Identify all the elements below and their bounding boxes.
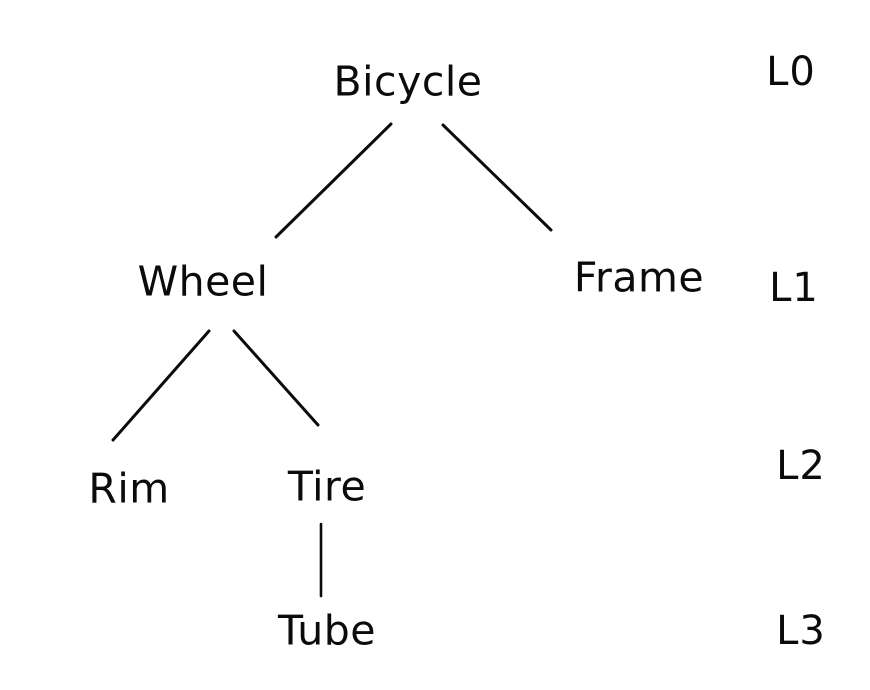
edge-wheel-rim: [111, 329, 211, 442]
node-tube: Tube: [277, 606, 377, 655]
edge-bicycle-wheel: [274, 122, 393, 239]
edge-bicycle-frame: [441, 123, 553, 232]
node-frame: Frame: [573, 253, 705, 302]
node-wheel: Wheel: [137, 257, 269, 306]
level-label-l1: L1: [769, 265, 819, 311]
edge-wheel-tire: [232, 329, 320, 427]
level-label-l3: L3: [776, 608, 826, 654]
node-tire: Tire: [287, 462, 367, 511]
node-rim: Rim: [88, 464, 170, 513]
level-label-l0: L0: [766, 49, 816, 95]
node-bicycle: Bicycle: [333, 57, 483, 106]
level-label-l2: L2: [776, 443, 826, 489]
